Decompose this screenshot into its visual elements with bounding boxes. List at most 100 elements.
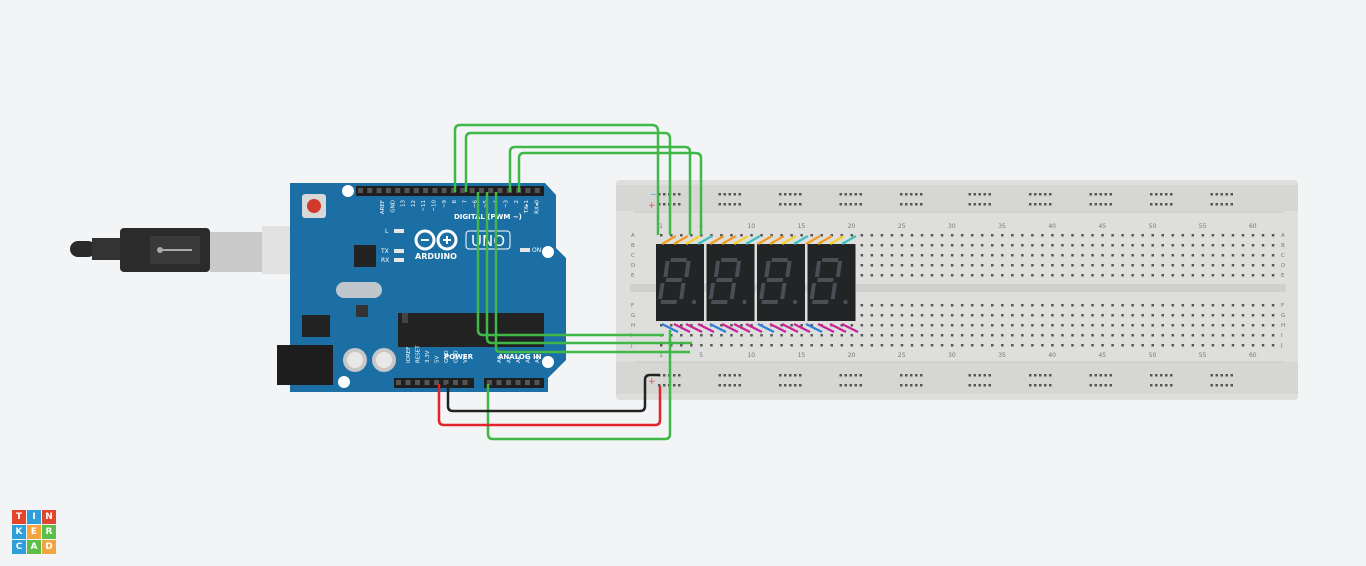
usb-cable[interactable] [70, 226, 328, 274]
bb-hole[interactable] [1191, 344, 1195, 347]
bb-hole[interactable] [1021, 234, 1024, 237]
rail-hole[interactable] [1104, 203, 1108, 206]
bb-hole[interactable] [840, 234, 844, 237]
bb-hole[interactable] [1211, 304, 1215, 307]
rail-hole[interactable] [799, 384, 802, 387]
bb-hole[interactable] [680, 234, 683, 237]
bb-hole[interactable] [1011, 274, 1014, 277]
jumper-top[interactable] [721, 235, 737, 245]
jumper-bottom[interactable] [733, 323, 751, 333]
rail-hole[interactable] [920, 203, 923, 206]
bb-hole[interactable] [1001, 244, 1004, 247]
bb-hole[interactable] [750, 234, 753, 237]
bb-hole[interactable] [1131, 324, 1134, 327]
rail-hole[interactable] [1089, 193, 1093, 196]
header-pin[interactable] [525, 380, 530, 385]
bb-hole[interactable] [1121, 314, 1124, 317]
wire-green-2[interactable] [464, 131, 672, 235]
bb-hole[interactable] [920, 234, 924, 237]
bb-hole[interactable] [1141, 314, 1144, 317]
bb-hole[interactable] [1241, 304, 1245, 307]
jumper-bottom[interactable] [793, 323, 811, 333]
rail-hole[interactable] [723, 193, 727, 196]
rail-hole[interactable] [1094, 384, 1098, 387]
rail-hole[interactable] [784, 374, 787, 377]
bb-hole[interactable] [1041, 344, 1044, 347]
jumper-top[interactable] [661, 235, 677, 245]
rail-hole[interactable] [718, 203, 722, 206]
bb-hole[interactable] [1241, 334, 1245, 337]
bb-hole[interactable] [890, 324, 894, 327]
bb-hole[interactable] [940, 334, 944, 337]
bb-hole[interactable] [1171, 344, 1175, 347]
bb-hole[interactable] [1161, 334, 1165, 337]
bb-hole[interactable] [1061, 244, 1064, 247]
bb-hole[interactable] [900, 324, 904, 327]
bb-hole[interactable] [710, 344, 713, 347]
bb-hole[interactable] [1191, 264, 1195, 267]
bb-hole[interactable] [1251, 304, 1255, 307]
rail-hole[interactable] [678, 203, 681, 206]
rail-hole[interactable] [859, 374, 863, 377]
bb-hole[interactable] [1081, 344, 1084, 347]
header-pin[interactable] [395, 188, 401, 193]
rail-hole[interactable] [910, 203, 913, 206]
bb-hole[interactable] [940, 274, 944, 277]
bb-hole[interactable] [1031, 254, 1034, 257]
bb-hole[interactable] [1191, 244, 1195, 247]
bb-hole[interactable] [1051, 304, 1054, 307]
rail-hole[interactable] [988, 203, 992, 206]
bb-hole[interactable] [890, 274, 894, 277]
bb-hole[interactable] [1221, 344, 1225, 347]
bb-hole[interactable] [1141, 304, 1144, 307]
rail-hole[interactable] [678, 384, 681, 387]
rail-hole[interactable] [1150, 203, 1153, 206]
bb-hole[interactable] [1271, 344, 1275, 347]
bb-hole[interactable] [1121, 324, 1124, 327]
bb-hole[interactable] [1191, 324, 1195, 327]
wire-green-5[interactable] [476, 192, 664, 337]
bb-hole[interactable] [1091, 244, 1094, 247]
rail-hole[interactable] [789, 203, 792, 206]
rail-hole[interactable] [1155, 193, 1158, 196]
bb-hole[interactable] [1111, 234, 1114, 237]
bb-hole[interactable] [770, 334, 773, 337]
rail-hole[interactable] [779, 203, 782, 206]
bb-hole[interactable] [1031, 314, 1034, 317]
jumper-top[interactable] [697, 235, 713, 245]
bb-hole[interactable] [950, 234, 954, 237]
bb-hole[interactable] [910, 324, 914, 327]
rail-hole[interactable] [915, 384, 918, 387]
bb-hole[interactable] [900, 274, 904, 277]
bb-hole[interactable] [1141, 334, 1144, 337]
bb-hole[interactable] [960, 344, 964, 347]
bb-hole[interactable] [970, 254, 974, 257]
bb-hole[interactable] [1001, 314, 1004, 317]
bb-hole[interactable] [860, 244, 864, 247]
bb-hole[interactable] [1121, 244, 1124, 247]
bb-hole[interactable] [940, 314, 944, 317]
bb-hole[interactable] [1111, 324, 1114, 327]
bb-hole[interactable] [1231, 304, 1235, 307]
bb-hole[interactable] [1091, 234, 1094, 237]
bb-hole[interactable] [1271, 304, 1275, 307]
bb-hole[interactable] [1111, 344, 1114, 347]
rail-hole[interactable] [658, 384, 661, 387]
bb-hole[interactable] [1251, 324, 1255, 327]
bb-hole[interactable] [750, 344, 753, 347]
rail-hole[interactable] [839, 203, 843, 206]
bb-hole[interactable] [1101, 314, 1104, 317]
bb-hole[interactable] [1191, 274, 1195, 277]
rail-hole[interactable] [1225, 384, 1229, 387]
bb-hole[interactable] [990, 314, 994, 317]
header-pin[interactable] [367, 188, 373, 193]
bb-hole[interactable] [870, 244, 874, 247]
bb-hole[interactable] [1111, 274, 1114, 277]
bb-hole[interactable] [1101, 304, 1104, 307]
bb-hole[interactable] [1051, 274, 1054, 277]
rail-hole[interactable] [854, 374, 858, 377]
bb-hole[interactable] [840, 344, 844, 347]
bb-hole[interactable] [1041, 264, 1044, 267]
bb-hole[interactable] [920, 344, 924, 347]
bb-hole[interactable] [980, 314, 984, 317]
